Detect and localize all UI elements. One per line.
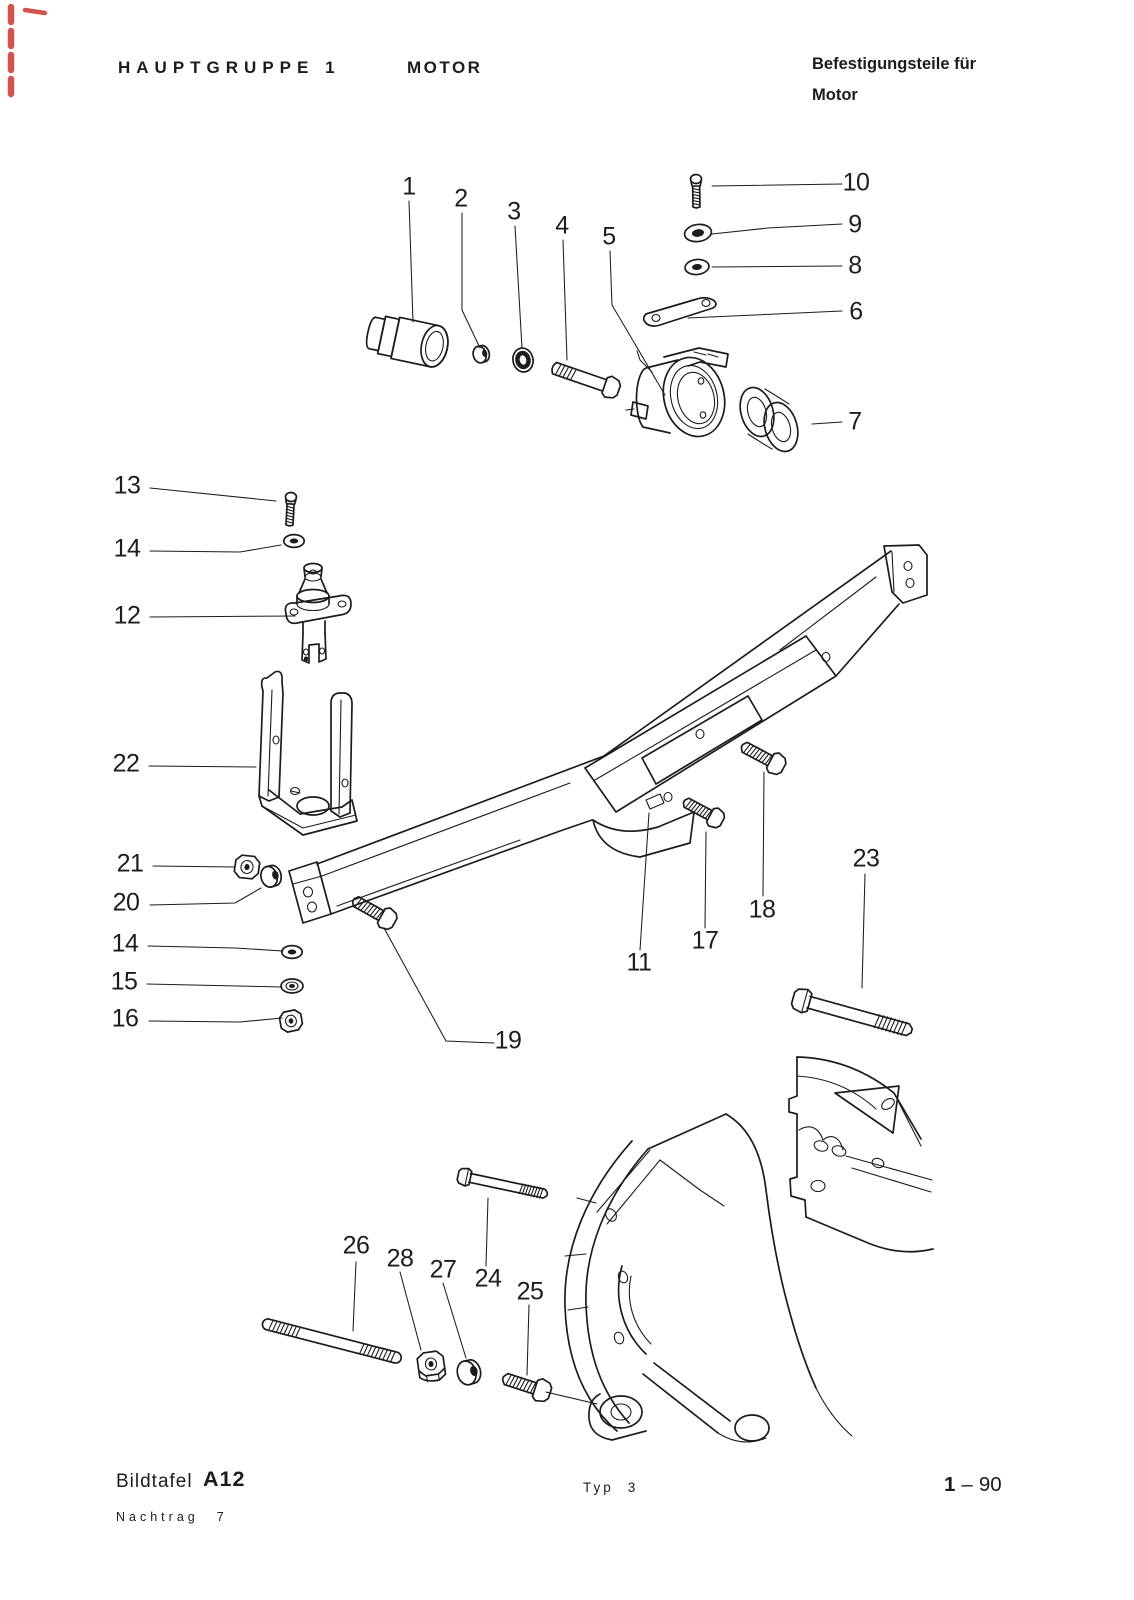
washer-8-drawing [683, 257, 711, 277]
bolt-17-drawing [678, 791, 728, 832]
washer-3-drawing [511, 346, 536, 374]
callout-21: 21 [116, 849, 144, 878]
callout-10: 10 [842, 168, 870, 197]
callout-3: 3 [507, 197, 521, 226]
washer-14b-drawing [281, 944, 303, 960]
lockwasher-9-drawing [683, 223, 712, 244]
callout-5: 5 [602, 222, 616, 251]
callout-7: 7 [848, 407, 862, 436]
callout-16: 16 [111, 1004, 139, 1033]
bolt-24-drawing [455, 1166, 550, 1204]
bolt-19-drawing [347, 889, 401, 934]
strap-drawing [644, 298, 716, 326]
callout-28: 28 [386, 1244, 414, 1273]
callout-12: 12 [113, 601, 141, 630]
callout-9: 9 [848, 210, 862, 239]
washer-27-drawing [453, 1356, 485, 1388]
bellhousing-drawing [565, 1114, 852, 1442]
page-group: 1 [944, 1473, 956, 1496]
washer-2-drawing [470, 343, 492, 366]
nut-28-drawing [416, 1350, 446, 1382]
page-separator: – [961, 1473, 973, 1496]
callout-14a: 14 [113, 534, 141, 563]
callout-23: 23 [852, 844, 880, 873]
callout-24: 24 [474, 1264, 502, 1293]
plate-title-line2: Motor [812, 86, 858, 104]
supplement-value: 7 [216, 1510, 224, 1524]
crossmember-drawing [289, 545, 927, 923]
screw-13-drawing [283, 491, 298, 528]
callout-20: 20 [112, 888, 140, 917]
supplement-label: Nachtrag [116, 1510, 199, 1524]
nut-16-drawing [277, 1008, 305, 1034]
washer-20-drawing [257, 862, 285, 890]
callout-15: 15 [110, 967, 138, 996]
type-label: Typ [583, 1480, 614, 1495]
callout-14b: 14 [111, 929, 139, 958]
callout-8: 8 [848, 251, 862, 280]
callout-22: 22 [112, 749, 140, 778]
callout-1: 1 [402, 172, 416, 201]
callout-27: 27 [429, 1255, 457, 1284]
type-value: 3 [627, 1480, 636, 1495]
bolt-4-drawing [548, 356, 624, 402]
support-drawing [259, 671, 357, 835]
callout-13: 13 [113, 471, 141, 500]
callout-25: 25 [516, 1277, 544, 1306]
clamp-drawing [626, 348, 733, 443]
sleeve-drawing [364, 312, 452, 370]
page-title: HAUPTGRUPPE 1 [118, 58, 341, 77]
plate-title-line1: Befestigungsteile für [812, 55, 977, 73]
buffer-drawing [735, 384, 804, 456]
callout-17: 17 [691, 926, 719, 955]
engineblock-drawing [789, 1057, 933, 1252]
red-edge-marks [11, 7, 45, 100]
callout-2: 2 [454, 184, 468, 213]
callout-18: 18 [748, 895, 776, 924]
leader-lines [147, 184, 865, 1375]
bolt-18-drawing [736, 735, 790, 779]
screw-10-drawing [689, 173, 703, 209]
plate-label: Bildtafel [116, 1471, 193, 1492]
page-number: 90 [978, 1473, 1002, 1496]
page-reference: 1–90 [944, 1473, 1002, 1497]
section-title: MOTOR [407, 58, 483, 77]
bolt-25-drawing [498, 1366, 597, 1406]
washer-14a-drawing [283, 533, 305, 549]
plate-code: A12 [203, 1467, 246, 1491]
callout-19: 19 [494, 1026, 522, 1055]
mount-drawing [285, 564, 351, 664]
nut-21-drawing [232, 853, 262, 881]
supplement-note: Nachtrag 7 [116, 1510, 224, 1524]
washer-15-drawing [281, 979, 303, 993]
callout-11: 11 [626, 948, 652, 977]
stud-26-drawing [261, 1318, 402, 1364]
type-note: Typ 3 [583, 1480, 635, 1495]
bolt-23-drawing [789, 985, 916, 1044]
callout-26: 26 [342, 1231, 370, 1260]
callout-6: 6 [849, 297, 863, 326]
callout-4: 4 [555, 211, 569, 240]
